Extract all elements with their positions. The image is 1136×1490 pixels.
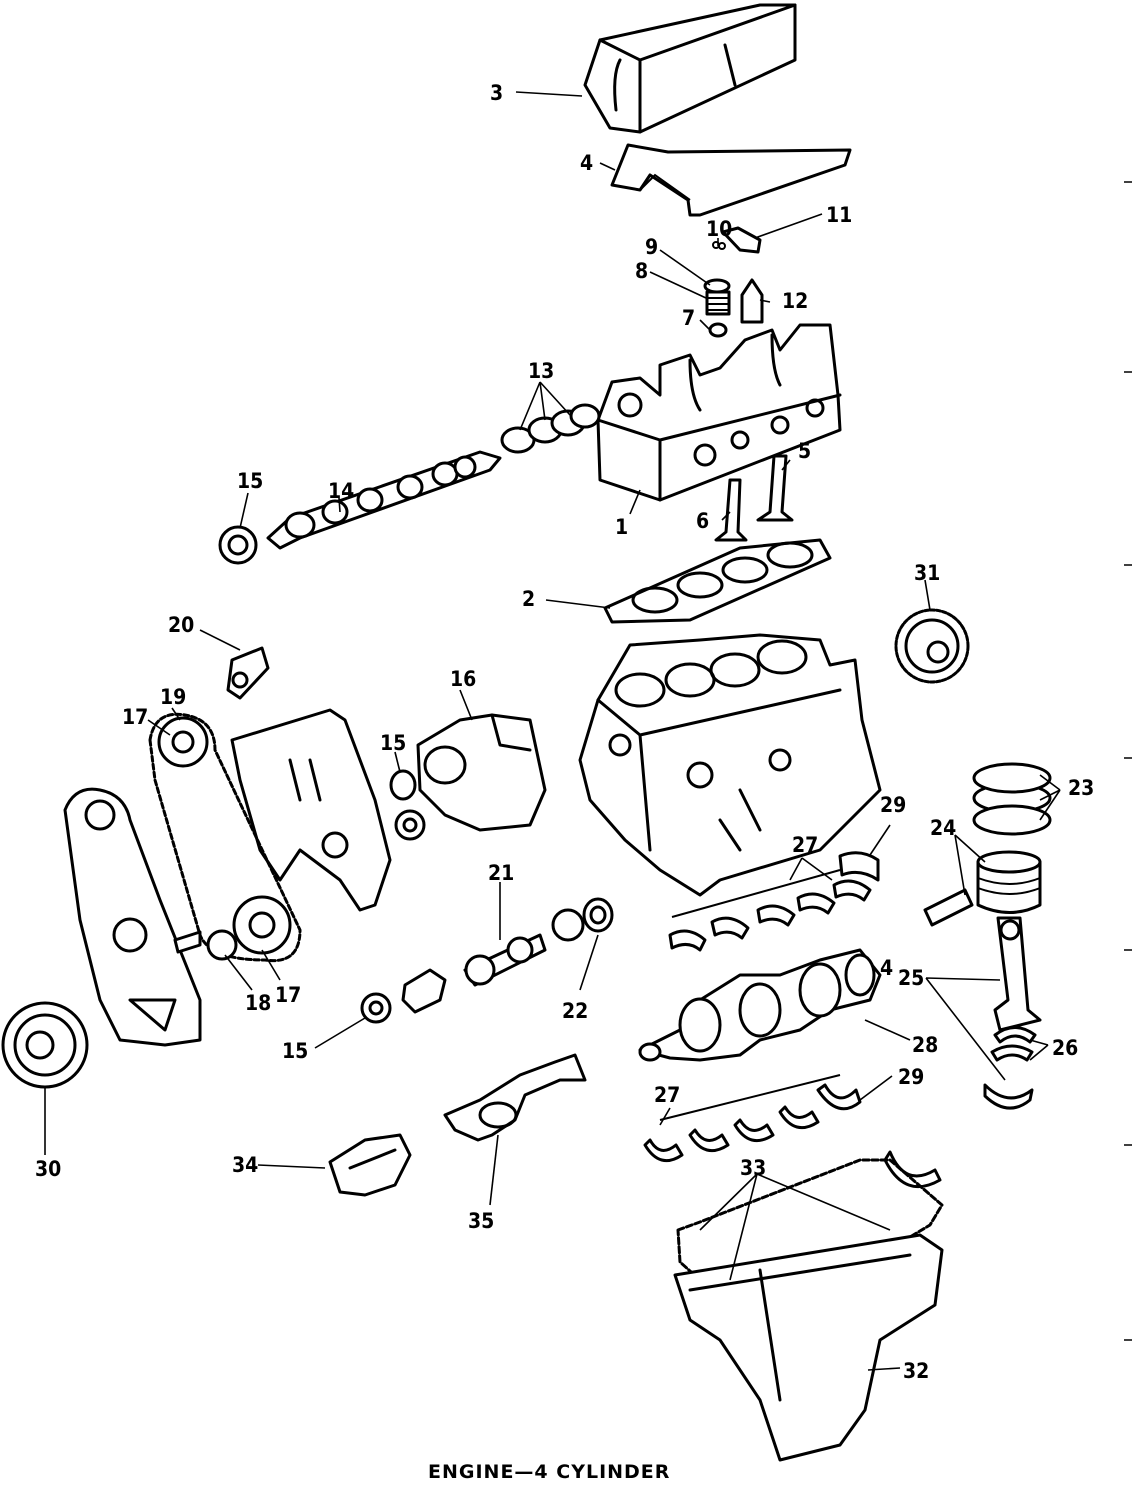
callout-21: 21 (488, 861, 514, 885)
thrust-bearing-upper (838, 851, 880, 882)
callout-27-lower: 27 (654, 1083, 680, 1107)
callout-16: 16 (450, 667, 476, 691)
callout-19: 19 (160, 685, 186, 709)
callout-15-lower: 15 (282, 1039, 308, 1063)
callout-2: 2 (522, 587, 535, 611)
camshaft (266, 450, 502, 550)
camshaft-bearings (500, 403, 601, 454)
diagram-caption: ENGINE—4 CYLINDER (428, 1461, 670, 1483)
callout-28: 28 (912, 1033, 938, 1057)
piston-and-pin (923, 850, 1042, 927)
callout-33: 33 (740, 1156, 766, 1180)
callout-31: 31 (914, 561, 940, 585)
piston-rings (972, 762, 1052, 836)
valve-cover (583, 3, 797, 134)
oil-pump-pickup (443, 1053, 587, 1142)
callout-10: 10 (706, 217, 732, 241)
lower-seal-and-housing (360, 968, 447, 1024)
leader-lines (44, 91, 1061, 1371)
callout-29-upper: 29 (880, 793, 906, 817)
rocker-arm (712, 226, 762, 254)
valve-spring-parts (703, 278, 731, 338)
callout-12: 12 (782, 289, 808, 313)
callout-4: 4 (580, 151, 593, 175)
callout-6: 6 (696, 509, 709, 533)
callout-4-crank: 4 (880, 956, 893, 980)
callout-34: 34 (232, 1153, 258, 1177)
callout-30: 30 (35, 1157, 61, 1181)
inner-timing-cover (230, 708, 392, 912)
callout-25: 25 (898, 966, 924, 990)
callout-23: 23 (1068, 776, 1094, 800)
oil-pump-housing (328, 1133, 412, 1197)
hydraulic-lifter (740, 278, 764, 324)
callout-17-upper: 17 (122, 705, 148, 729)
callout-27-upper: 27 (792, 833, 818, 857)
crankshaft (638, 948, 882, 1062)
sensor-20 (226, 646, 270, 700)
callout-numbers: 3 4 11 10 9 8 12 7 13 14 15 5 1 6 2 31 2… (35, 81, 1094, 1383)
callout-35: 35 (468, 1209, 494, 1233)
rod-bearings (983, 1026, 1037, 1110)
accessory-shaft (463, 897, 614, 987)
callout-7: 7 (682, 306, 695, 330)
callout-14: 14 (328, 479, 354, 503)
callout-11: 11 (826, 203, 852, 227)
main-bearings-lower (643, 1074, 942, 1189)
flywheel (894, 608, 970, 684)
crankshaft-pulley (1, 1001, 89, 1089)
callout-13: 13 (528, 359, 554, 383)
front-seal (389, 769, 426, 841)
callout-22: 22 (562, 999, 588, 1023)
callout-9: 9 (645, 235, 658, 259)
intake-exhaust-valves (714, 454, 794, 542)
front-cover-oil-pump (416, 713, 547, 832)
connecting-rod (993, 916, 1042, 1032)
callout-15-camshaft: 15 (237, 469, 263, 493)
callout-3: 3 (490, 81, 503, 105)
outer-timing-cover (63, 787, 202, 1047)
head-gasket (603, 538, 832, 624)
main-bearings-upper (668, 869, 872, 952)
cylinder-head (596, 323, 842, 502)
valve-cover-gasket (610, 143, 852, 217)
callout-15-front: 15 (380, 731, 406, 755)
callout-1: 1 (615, 515, 628, 539)
callout-5: 5 (798, 439, 811, 463)
margin-ticks (1124, 181, 1132, 1341)
callout-29-lower: 29 (898, 1065, 924, 1089)
timing-belt-and-pulleys (148, 712, 302, 963)
callout-24: 24 (930, 816, 956, 840)
camshaft-seal (218, 525, 258, 565)
callout-17-lower: 17 (275, 983, 301, 1007)
callout-32: 32 (903, 1359, 929, 1383)
engine-block (578, 633, 882, 897)
callout-26: 26 (1052, 1036, 1078, 1060)
callout-20: 20 (168, 613, 194, 637)
callout-18: 18 (245, 991, 271, 1015)
callout-8: 8 (635, 259, 648, 283)
oil-pan (673, 1233, 944, 1462)
